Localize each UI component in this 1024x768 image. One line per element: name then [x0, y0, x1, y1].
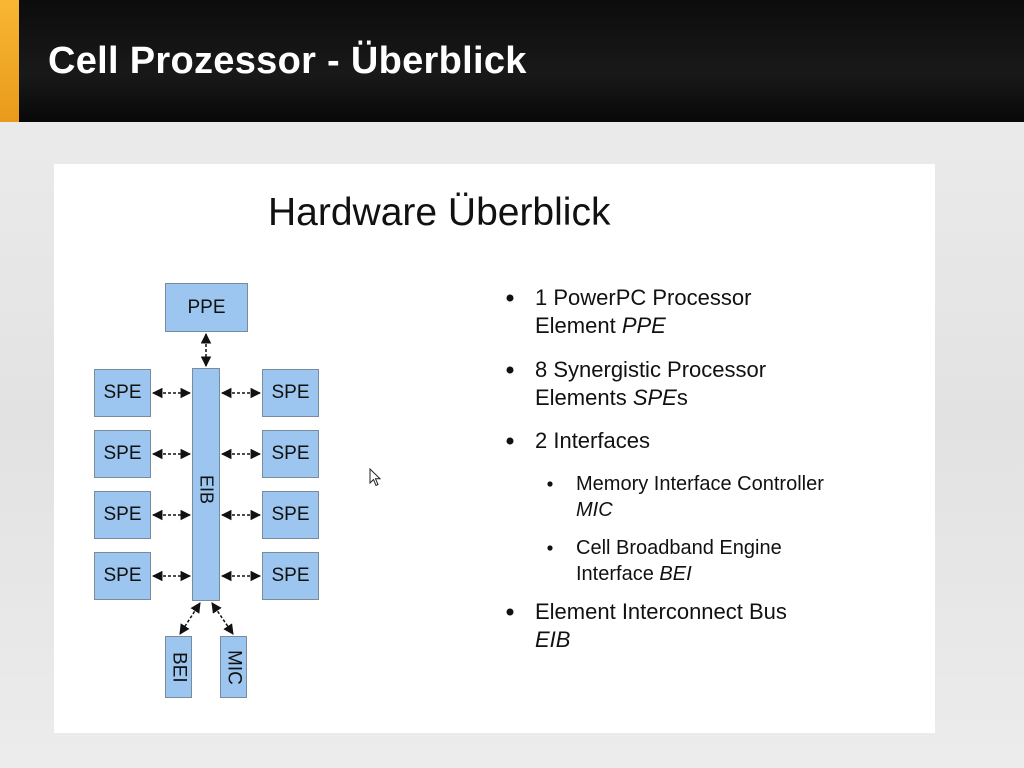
spe-left-2: SPE — [94, 430, 151, 478]
bullet-icon — [506, 366, 514, 374]
spe-label: SPE — [271, 565, 310, 586]
bullet-2-italic: SPE — [632, 385, 677, 410]
mouse-pointer-icon — [369, 468, 382, 487]
panel-heading: Hardware Überblick — [268, 191, 611, 234]
bullet-1-line2: Element PPE — [535, 313, 666, 338]
bullet-icon — [506, 608, 514, 616]
bullet-1-italic: PPE — [621, 313, 666, 338]
bullet-icon — [506, 294, 514, 302]
ppe-box: PPE — [165, 283, 248, 332]
slide-title: Cell Prozessor - Überblick — [48, 40, 527, 82]
bullet-3-line1: 2 Interfaces — [535, 428, 650, 453]
arrow-eib-bei — [179, 602, 201, 635]
bullet-4-line2: EIB — [535, 626, 787, 654]
sub-bullet-icon — [547, 481, 553, 487]
bullet-4: Element Interconnect Bus EIB — [535, 598, 787, 654]
bullet-2-line1: 8 Synergistic Processor — [535, 357, 767, 382]
spe-left-3: SPE — [94, 491, 151, 539]
sub-bullet-2: Cell Broadband Engine Interface BEI — [576, 535, 782, 587]
arrow-eib-mic — [211, 602, 234, 635]
ppe-label: PPE — [187, 296, 226, 318]
accent-bar — [0, 0, 19, 122]
spe-left-1: SPE — [94, 369, 151, 417]
sub-bullet-1: Memory Interface Controller MIC — [576, 471, 824, 523]
slide-header — [0, 0, 1024, 122]
bei-box: BEI — [165, 636, 192, 698]
spe-label: SPE — [103, 565, 142, 586]
spe-label: SPE — [103, 443, 142, 464]
mic-box: MIC — [220, 636, 247, 698]
spe-label: SPE — [103, 504, 142, 525]
bullet-2: 8 Synergistic Processor Elements SPEs — [535, 356, 766, 412]
sub-bullet-icon — [547, 545, 553, 551]
eib-bus — [192, 368, 220, 601]
bullet-2-line2: Elements SPEs — [535, 385, 688, 410]
spe-label: SPE — [271, 443, 310, 464]
spe-right-1: SPE — [262, 369, 319, 417]
spe-right-3: SPE — [262, 491, 319, 539]
bullet-icon — [506, 437, 514, 445]
sub-bullet-1-line2: MIC — [576, 497, 824, 523]
bullet-4-italic: EIB — [535, 627, 571, 652]
spe-label: SPE — [271, 504, 310, 525]
sub-bullet-2-line1: Cell Broadband Engine — [576, 537, 782, 559]
bullet-1: 1 PowerPC Processor Element PPE — [535, 284, 751, 340]
spe-left-4: SPE — [94, 552, 151, 600]
spe-label: SPE — [271, 382, 310, 403]
sub-bullet-1-italic: MIC — [576, 499, 613, 521]
sub-bullet-1-line1: Memory Interface Controller — [576, 473, 824, 495]
mic-label: MIC — [223, 649, 245, 685]
sub-bullet-2-italic: BEI — [659, 563, 692, 585]
bullet-3: 2 Interfaces — [535, 427, 650, 455]
bullet-4-line1: Element Interconnect Bus — [535, 599, 787, 624]
bei-label: BEI — [168, 651, 190, 683]
spe-right-2: SPE — [262, 430, 319, 478]
spe-right-4: SPE — [262, 552, 319, 600]
spe-label: SPE — [103, 382, 142, 403]
eib-label: EIB — [196, 475, 217, 505]
sub-bullet-2-line2: Interface BEI — [576, 563, 692, 585]
bullet-1-line1: 1 PowerPC Processor — [535, 285, 752, 310]
